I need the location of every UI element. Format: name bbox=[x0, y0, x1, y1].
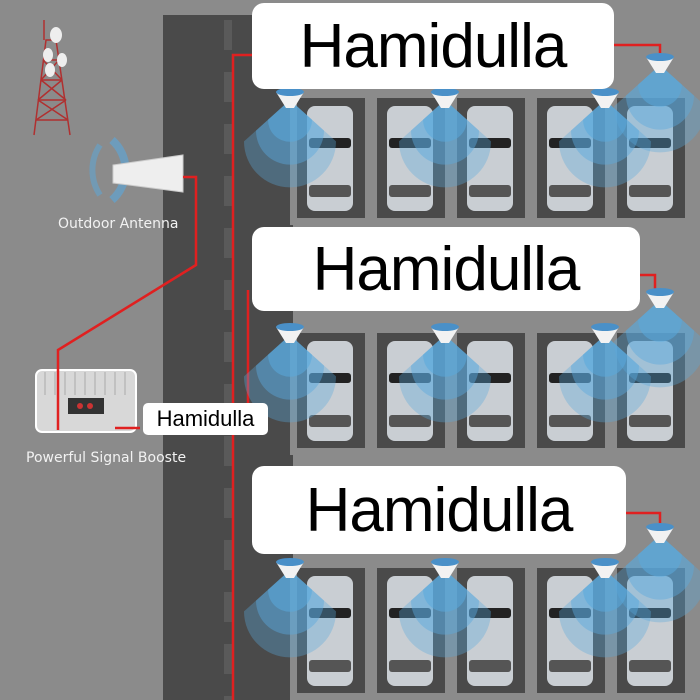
ceiling-antenna-icon bbox=[614, 288, 700, 388]
ceiling-antenna-icon bbox=[244, 558, 336, 658]
lane-dash bbox=[224, 72, 232, 102]
indoor-antennas bbox=[244, 53, 700, 658]
ceiling-antenna-icon bbox=[559, 558, 651, 658]
lane-dash bbox=[224, 124, 232, 154]
lane-dash bbox=[224, 20, 232, 50]
lane-dash bbox=[224, 592, 232, 622]
lane-dash bbox=[224, 644, 232, 674]
lane-dash bbox=[224, 332, 232, 362]
lane-dash bbox=[224, 436, 232, 466]
car-icon bbox=[387, 576, 433, 686]
cell-tower-icon bbox=[33, 20, 71, 136]
car-icon bbox=[307, 106, 353, 211]
lane-dash bbox=[224, 280, 232, 310]
lane-markings bbox=[224, 20, 232, 700]
ceiling-antenna-icon bbox=[399, 558, 491, 658]
ceiling-antenna-icon bbox=[614, 53, 700, 153]
outdoor-antenna-icon bbox=[89, 137, 184, 203]
watermark-banner-1: Hamidulla bbox=[252, 3, 614, 89]
ceiling-antenna-icon bbox=[244, 88, 336, 188]
car-icon bbox=[387, 106, 433, 211]
car-icon bbox=[467, 106, 513, 211]
parking-rows bbox=[290, 90, 700, 700]
ceiling-antenna-icon bbox=[559, 323, 651, 423]
car-icon bbox=[467, 341, 513, 441]
lane-dash bbox=[224, 488, 232, 518]
ceiling-antenna-icon bbox=[614, 523, 700, 623]
car-icon bbox=[627, 341, 673, 441]
car-icon bbox=[467, 576, 513, 686]
ceiling-antenna-icon bbox=[244, 323, 336, 423]
lane-dash bbox=[224, 384, 232, 414]
booster-label: Powerful Signal Booste bbox=[26, 450, 187, 466]
car-icon bbox=[307, 341, 353, 441]
lane-dash bbox=[224, 696, 232, 700]
car-icon bbox=[627, 576, 673, 686]
car-icon bbox=[547, 341, 593, 441]
car-icon bbox=[387, 341, 433, 441]
car-icon bbox=[547, 106, 593, 211]
watermark-banner-2: Hamidulla bbox=[252, 227, 640, 311]
car-icon bbox=[547, 576, 593, 686]
signal-booster-icon bbox=[35, 369, 137, 433]
car-icon bbox=[627, 106, 673, 211]
lane-dash bbox=[224, 540, 232, 570]
ceiling-antenna-icon bbox=[559, 88, 651, 188]
ceiling-antenna-icon bbox=[399, 323, 491, 423]
lane-dash bbox=[224, 228, 232, 258]
lane-dash bbox=[224, 176, 232, 206]
watermark-banner-small: Hamidulla bbox=[143, 403, 268, 435]
outdoor-antenna-label: Outdoor Antenna bbox=[58, 216, 179, 232]
car-icon bbox=[307, 576, 353, 686]
watermark-banner-3: Hamidulla bbox=[252, 466, 626, 554]
ceiling-antenna-icon bbox=[399, 88, 491, 188]
